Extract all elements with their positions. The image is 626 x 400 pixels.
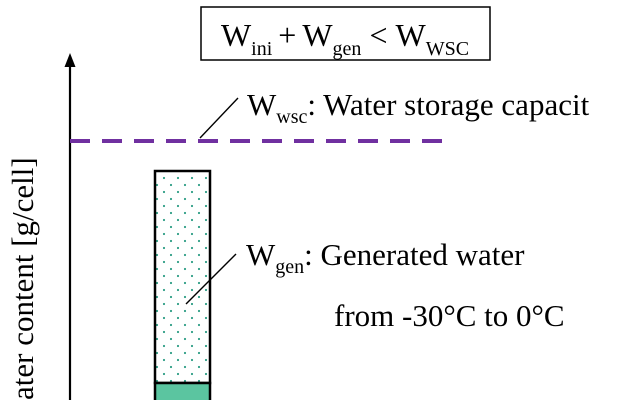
capacity-text: : Water storage capacit (307, 87, 589, 122)
generated-leader-line (185, 253, 237, 305)
water-bar (153, 169, 212, 400)
formula-w-wsc: W (395, 17, 426, 53)
formula-w-gen-sub: gen (333, 38, 362, 60)
formula-w-ini: W (221, 17, 252, 53)
formula-w-ini-sub: ini (251, 38, 273, 60)
capacity-sub: wsc (276, 106, 307, 128)
generated-symbol: W (246, 237, 276, 272)
capacity-leader-line (199, 97, 239, 139)
y-axis-label: ater content [g/cell] (5, 157, 40, 400)
formula-box-frame (200, 6, 491, 61)
capacity-symbol: W (247, 87, 277, 122)
generated-sub: gen (275, 256, 304, 278)
formula-less-than: < (369, 17, 387, 53)
formula-text: Wini+Wgen<WWSC (221, 17, 469, 60)
generated-label: Wgen: Generated water (246, 237, 525, 278)
y-axis-arrow-icon (64, 53, 76, 67)
capacity-label: Wwsc: Water storage capacit (247, 87, 590, 128)
initial-water-segment (153, 381, 212, 400)
formula-box: Wini+Wgen<WWSC (200, 6, 491, 61)
generated-range-label: from -30°C to 0°C (334, 298, 565, 333)
y-axis: ater content [g/cell] (5, 53, 76, 400)
formula-w-gen: W (302, 17, 333, 53)
generated-water-segment (153, 169, 212, 385)
formula-w-wsc-sub: WSC (426, 38, 469, 60)
generated-text: : Generated water (304, 237, 525, 272)
formula-plus: + (278, 17, 296, 53)
